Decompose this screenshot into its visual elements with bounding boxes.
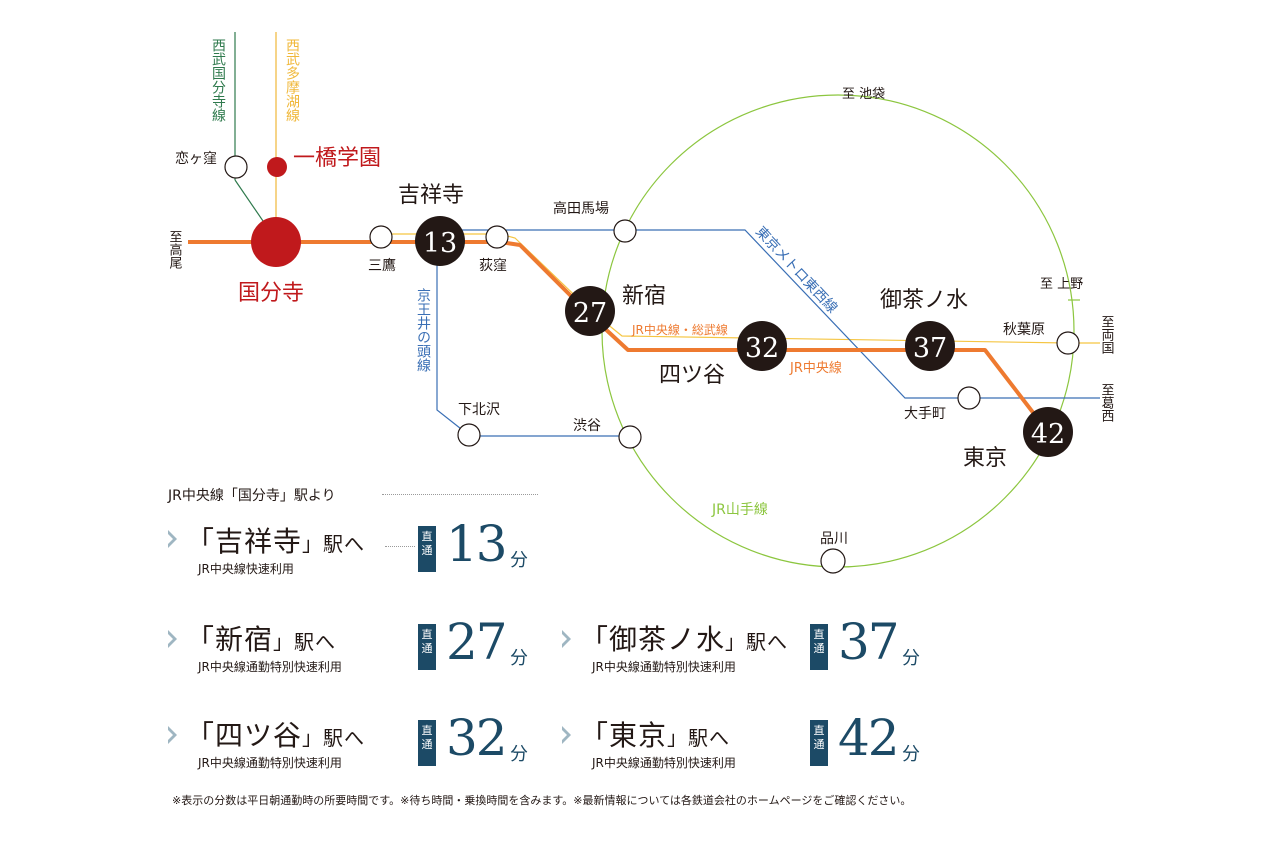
keio-inokashira-label: 京王井の頭線 — [415, 288, 431, 372]
tokyo-marker: 42 — [1023, 407, 1073, 457]
badge-ochanomizu: 直通 — [810, 624, 828, 670]
route-map: 13 27 32 37 42 西武国分寺線 西武多摩湖線 京王井の頭線 至高尾 … — [167, 32, 1115, 470]
yotsuya-label: 四ツ谷 — [659, 363, 725, 388]
row-arrow-icon — [168, 726, 177, 744]
unit-shinjuku: 分 — [510, 648, 528, 669]
chuo-sobu-label: JR中央線・総武線 — [631, 322, 728, 337]
mitaka-label: 三鷹 — [368, 258, 396, 274]
ryogoku-direction: 至両国 — [1099, 315, 1115, 354]
svg-text:37: 37 — [913, 333, 947, 364]
hitotsubashi-station-marker — [267, 157, 287, 177]
akihabara-label: 秋葉原 — [1003, 322, 1045, 338]
unit-ochanomizu: 分 — [902, 648, 920, 669]
unit-yotsuya: 分 — [510, 744, 528, 765]
koigakubo-station-marker — [224, 155, 248, 179]
footnote: ※表示の分数は平日朝通勤時の所要時間です。※待ち時間・乗換時間を含みます。※最新… — [172, 794, 912, 807]
otemachi-label: 大手町 — [904, 406, 946, 422]
info-header: JR中央線「国分寺」駅より — [168, 488, 336, 504]
svg-text:27: 27 — [573, 298, 607, 329]
badge-shinjuku: 直通 — [418, 624, 436, 670]
yamanote-loop — [601, 94, 1075, 470]
kichijoji-marker: 13 — [415, 216, 465, 266]
yamanote-label: JR山手線 — [711, 502, 768, 518]
via-shinjuku: JR中央線通勤特別快速利用 — [198, 660, 342, 674]
yotsuya-marker: 32 — [737, 321, 787, 371]
kokubunji-station-marker — [251, 217, 301, 267]
badge-tokyo: 直通 — [810, 720, 828, 766]
kasai-direction: 至葛西 — [1099, 383, 1115, 422]
via-ochanomizu: JR中央線通勤特別快速利用 — [592, 660, 736, 674]
dest-yotsuya: 「四ツ谷」駅へ — [186, 719, 366, 752]
seibu-kokubunji-label: 西武国分寺線 — [210, 38, 226, 122]
koigakubo-label: 恋ヶ窪 — [175, 150, 217, 167]
dest-ochanomizu: 「御茶ノ水」駅へ — [580, 623, 789, 656]
keio-inokashira-line — [436, 240, 630, 437]
via-yotsuya: JR中央線通勤特別快速利用 — [198, 756, 342, 770]
kokubunji-label: 国分寺 — [238, 281, 304, 306]
takao-direction: 至高尾 — [167, 230, 183, 270]
tokyo-label: 東京 — [963, 446, 1007, 470]
header-divider — [382, 494, 538, 495]
minutes-ochanomizu: 37 — [838, 613, 900, 671]
jr-chuo-label: JR中央線 — [789, 360, 842, 376]
route-map-lower: JR山手線 品川 — [646, 470, 1030, 574]
row-arrow-icon — [168, 530, 177, 548]
shimokitazawa-label: 下北沢 — [458, 402, 500, 418]
via-tokyo: JR中央線通勤特別快速利用 — [592, 756, 736, 770]
shinagawa-station-marker — [820, 548, 846, 574]
dest-tokyo: 「東京」駅へ — [580, 719, 731, 752]
unit-tokyo: 分 — [902, 744, 920, 765]
seibu-tamako-label: 西武多摩湖線 — [284, 38, 300, 122]
otemachi-station-marker — [957, 386, 981, 410]
svg-text:13: 13 — [423, 228, 457, 259]
via-kichijoji: JR中央線快速利用 — [198, 562, 294, 576]
shinagawa-label: 品川 — [820, 531, 848, 547]
svg-text:32: 32 — [745, 333, 779, 364]
ochanomizu-label: 御茶ノ水 — [880, 288, 968, 313]
minutes-yotsuya: 32 — [446, 709, 508, 767]
ueno-direction: 至 上野 — [1040, 277, 1083, 292]
takadanobaba-station-marker — [613, 219, 637, 243]
mitaka-station-marker — [369, 225, 393, 249]
shibuya-station-marker — [618, 425, 642, 449]
dest-kichijoji: 「吉祥寺」駅へ — [186, 525, 366, 558]
row-arrow-icon — [562, 630, 571, 648]
minutes-kichijoji: 13 — [446, 515, 508, 573]
svg-text:42: 42 — [1031, 419, 1065, 450]
ochanomizu-marker: 37 — [905, 321, 955, 371]
minutes-tokyo: 42 — [838, 709, 900, 767]
tozai-label: 東京メトロ東西線 — [752, 224, 840, 317]
shinjuku-marker: 27 — [565, 286, 615, 336]
badge-kichijoji: 直通 — [418, 526, 436, 572]
ogikubo-station-marker — [485, 225, 509, 249]
chuo-sobu-line — [380, 233, 1069, 344]
minutes-shinjuku: 27 — [446, 613, 508, 671]
row-arrow-icon — [168, 630, 177, 648]
shibuya-label: 渋谷 — [573, 418, 601, 434]
unit-kichijoji: 分 — [510, 550, 528, 571]
takadanobaba-label: 高田馬場 — [553, 200, 609, 217]
row-dots — [385, 546, 415, 547]
shimokitazawa-station-marker — [457, 423, 481, 447]
dest-shinjuku: 「新宿」駅へ — [186, 623, 337, 656]
kichijoji-label: 吉祥寺 — [398, 183, 464, 208]
badge-yotsuya: 直通 — [418, 720, 436, 766]
ikebukuro-direction: 至 池袋 — [842, 87, 885, 102]
akihabara-station-marker — [1056, 331, 1080, 355]
shinjuku-label: 新宿 — [622, 284, 666, 309]
hitotsubashi-label: 一橋学園 — [293, 146, 381, 171]
row-arrow-icon — [562, 726, 571, 744]
ogikubo-label: 荻窪 — [479, 257, 507, 274]
